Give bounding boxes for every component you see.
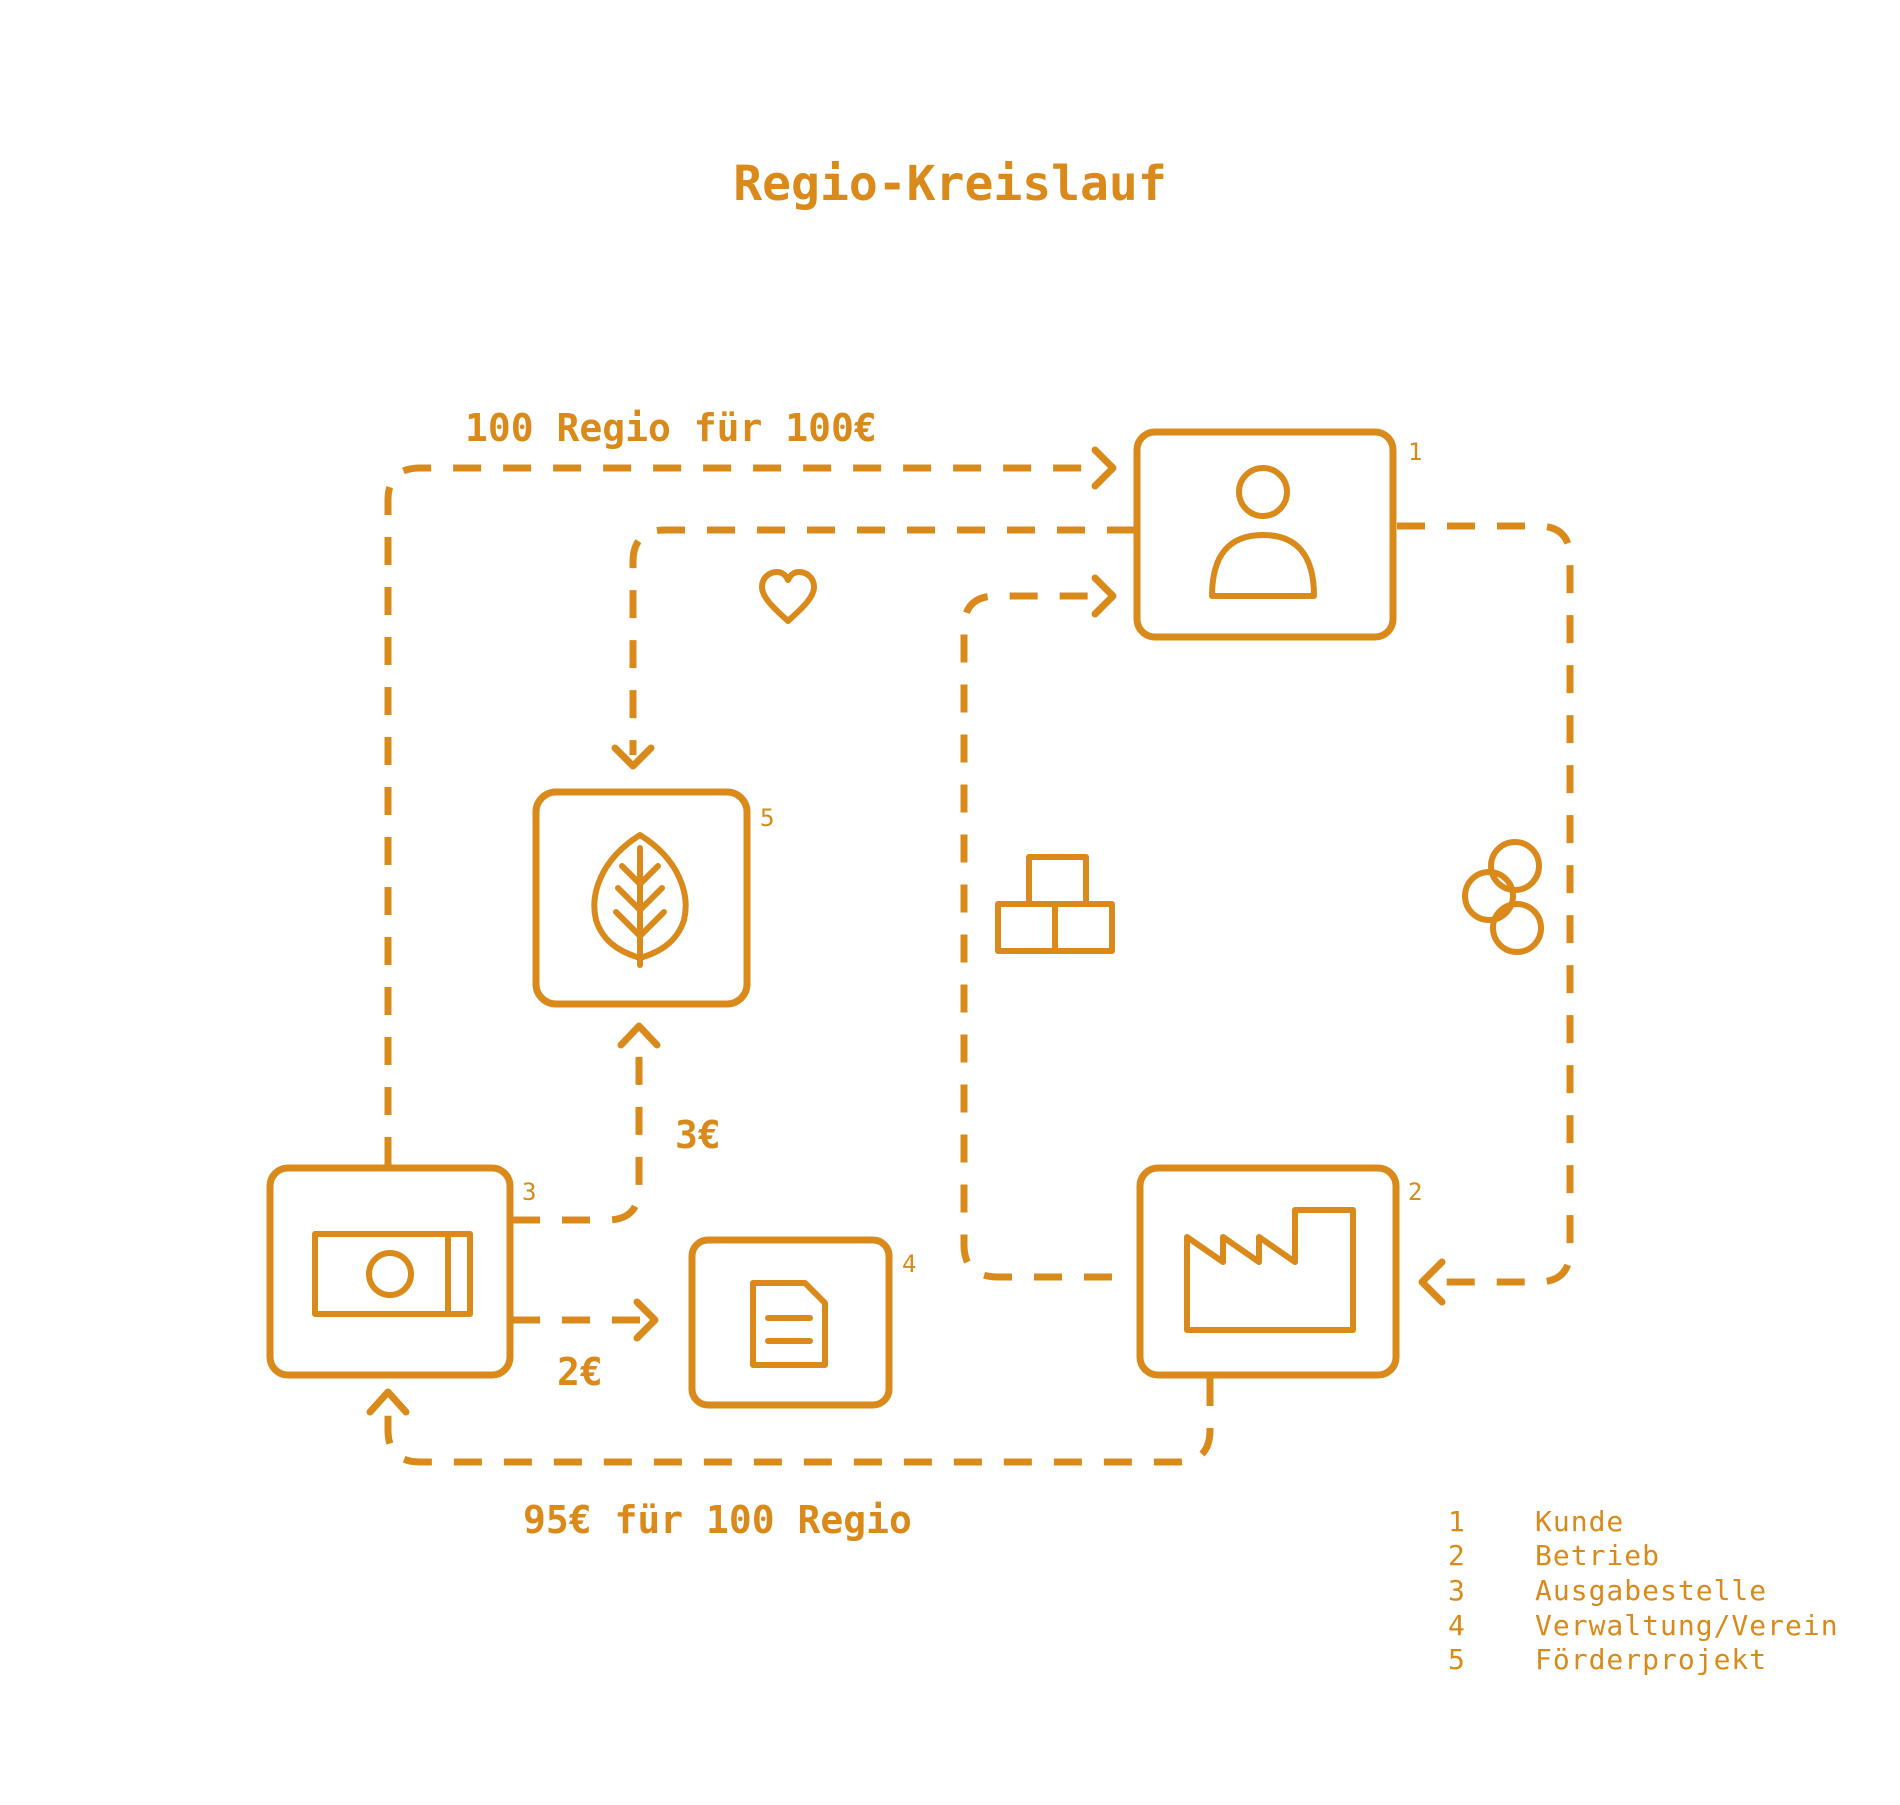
- person-icon: [1209, 465, 1317, 599]
- legend-item: 4 Verwaltung/Verein: [1448, 1609, 1839, 1642]
- legend: 1 Kunde 2 Betrieb 3 Ausgabestelle 4 Verw…: [1448, 1505, 1839, 1676]
- connector-ausgabestelle-to-kunde: [384, 464, 1090, 1165]
- diagram-title: Regio-Kreislauf: [733, 156, 1166, 212]
- flow-label-donation: 3€: [675, 1113, 721, 1157]
- legend-item: 5 Förderprojekt: [1448, 1643, 1767, 1676]
- arrowhead-into-foerderprojekt-top: [611, 744, 655, 770]
- connector-ausgabestelle-to-foerderprojekt: [512, 1040, 643, 1224]
- arrowhead-into-betrieb: [1418, 1258, 1446, 1306]
- node-number: 4: [902, 1250, 916, 1278]
- node-number: 5: [760, 804, 774, 832]
- legend-number: 4: [1448, 1609, 1466, 1642]
- legend-label: Betrieb: [1535, 1539, 1660, 1572]
- boxes-icon: [995, 854, 1115, 954]
- connector-kunde-to-betrieb: [1397, 522, 1574, 1286]
- arrowhead-into-verwaltung: [633, 1298, 659, 1342]
- node-foerderprojekt: 5: [532, 788, 774, 1008]
- legend-number: 2: [1448, 1539, 1466, 1572]
- node-ausgabestelle: 3: [266, 1164, 536, 1379]
- connector-betrieb-to-kunde: [960, 592, 1112, 1281]
- connector-kunde-to-foerderprojekt: [629, 526, 1135, 755]
- node-betrieb: 2: [1136, 1164, 1422, 1379]
- legend-item: 2 Betrieb: [1448, 1539, 1660, 1572]
- flow-label-exchange: 95€ für 100 Regio: [523, 1498, 912, 1542]
- node-number: 3: [522, 1178, 536, 1206]
- legend-number: 3: [1448, 1574, 1466, 1607]
- legend-label: Förderprojekt: [1535, 1643, 1767, 1676]
- node-kunde: 1: [1133, 428, 1422, 641]
- arrowhead-into-kunde-mid: [1091, 574, 1117, 618]
- legend-number: 1: [1448, 1505, 1466, 1538]
- legend-label: Kunde: [1535, 1505, 1624, 1538]
- legend-label: Verwaltung/Verein: [1535, 1609, 1839, 1642]
- leaf-icon: [591, 832, 689, 968]
- legend-item: 1 Kunde: [1448, 1505, 1624, 1538]
- connector-betrieb-to-ausgabestelle: [384, 1378, 1214, 1466]
- legend-item: 3 Ausgabestelle: [1448, 1574, 1767, 1607]
- heart-icon: [759, 569, 817, 624]
- arrowhead-into-kunde-top: [1091, 446, 1117, 490]
- document-icon: [750, 1280, 828, 1368]
- flow-label-buy: 100 Regio für 100€: [465, 406, 877, 450]
- legend-number: 5: [1448, 1643, 1466, 1676]
- legend-label: Ausgabestelle: [1535, 1574, 1767, 1607]
- node-number: 1: [1408, 438, 1422, 466]
- flow-label-admin: 2€: [557, 1350, 603, 1394]
- banknote-icon: [312, 1231, 473, 1317]
- coins-icon: [1462, 839, 1544, 955]
- arrowhead-into-ausgabestelle: [366, 1388, 410, 1416]
- arrowhead-into-foerderprojekt-bottom: [617, 1022, 661, 1049]
- factory-icon: [1184, 1207, 1356, 1333]
- node-number: 2: [1408, 1178, 1422, 1206]
- node-verwaltung: 4: [688, 1236, 916, 1409]
